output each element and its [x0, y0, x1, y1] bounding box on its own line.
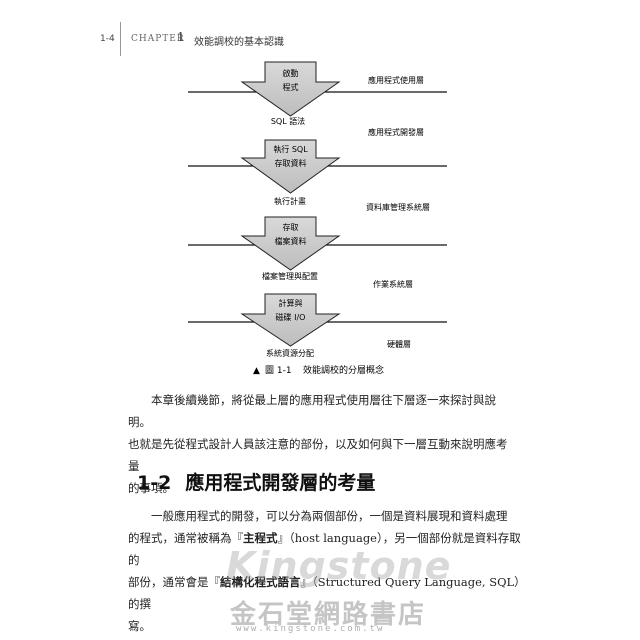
output-sql-syntax: SQL 語法	[271, 116, 305, 126]
arrow-1-line-2: 程式	[283, 82, 299, 92]
flow-arrow-2: 執行 SQL 存取資料	[240, 139, 341, 194]
intro-paragraph: 本章後續幾節，將從最上層的應用程式使用層往下層逐一來探討與說明。 也就是先從程式…	[128, 389, 508, 499]
arrow-1-line-1: 啟動	[283, 68, 299, 78]
chapter-word: CHAPTER	[131, 34, 185, 44]
term-sql: 結構化程式語言	[220, 575, 301, 589]
watermark-chinese: 金石堂網路書店	[230, 600, 427, 630]
header-divider	[120, 22, 121, 56]
layer-app-usage: 應用程式使用層	[368, 75, 424, 85]
caption-marker: ▲	[253, 366, 260, 376]
layer-os: 作業系統層	[373, 279, 413, 289]
watermark-brand: Kingstone	[226, 544, 452, 588]
section-heading: 1-2 應用程式開發層的考量	[137, 468, 375, 495]
page-number: 1-4	[100, 34, 115, 44]
intro-line-1: 本章後續幾節，將從最上層的應用程式使用層往下層逐一來探討與說明。	[128, 393, 496, 429]
arrow-4-line-1: 計算與	[279, 298, 303, 308]
chapter-number: 1	[177, 30, 185, 44]
layer-hardware: 硬體層	[387, 339, 411, 349]
section-paragraph: 一般應用程式的開發，可以分為兩個部份，一個是資料展現和資料處理 的程式，通常被稱…	[128, 505, 528, 637]
term-host-language: 主程式	[243, 531, 278, 545]
section-title: 應用程式開發層的考量	[185, 472, 376, 494]
arrow-4-line-2: 磁碟 I/O	[276, 312, 306, 322]
output-execution-plan: 執行計畫	[274, 196, 306, 206]
output-file-management: 檔案管理與配置	[262, 271, 318, 281]
arrow-3-line-2: 檔案資料	[275, 236, 307, 246]
section-number: 1-2	[137, 472, 172, 494]
intro-line-3: 的事項。	[128, 481, 174, 495]
flow-arrow-1: 啟動 程式	[240, 61, 341, 117]
section-line-3: 部份，通常會是『結構化程式語言』（Structured Query Langua…	[128, 575, 526, 611]
layered-flow-figure: 啟動 程式 執行 SQL 存取資料 存取 檔案資料 計算與 磁碟 I/O SQL…	[188, 61, 447, 376]
arrow-2-line-2: 存取資料	[275, 158, 307, 168]
arrow-3-line-1: 存取	[283, 222, 299, 232]
flow-arrow-4: 計算與 磁碟 I/O	[240, 293, 341, 347]
section-line-2: 的程式，通常被稱為『主程式』（host language），另一個部份就是資料存…	[128, 531, 521, 567]
arrow-2-line-1: 執行 SQL	[273, 144, 308, 154]
section-line-4: 寫。	[128, 619, 151, 633]
layer-dbms: 資料庫管理系統層	[366, 202, 430, 212]
output-system-resources: 系統資源分配	[266, 348, 314, 358]
watermark-url: www.kingstone.com.tw	[236, 624, 385, 634]
layer-app-dev: 應用程式開發層	[368, 127, 424, 137]
intro-line-2: 也就是先從程式設計人員該注意的部份，以及如何與下一層互動來說明應考量	[128, 437, 508, 473]
flow-arrow-3: 存取 檔案資料	[240, 216, 341, 271]
caption-label: 圖 1-1	[265, 365, 292, 376]
chapter-title: 效能調校的基本認識	[194, 37, 284, 48]
section-line-1: 一般應用程式的開發，可以分為兩個部份，一個是資料展現和資料處理	[151, 509, 508, 523]
caption-text: 效能調校的分層概念	[303, 364, 384, 376]
